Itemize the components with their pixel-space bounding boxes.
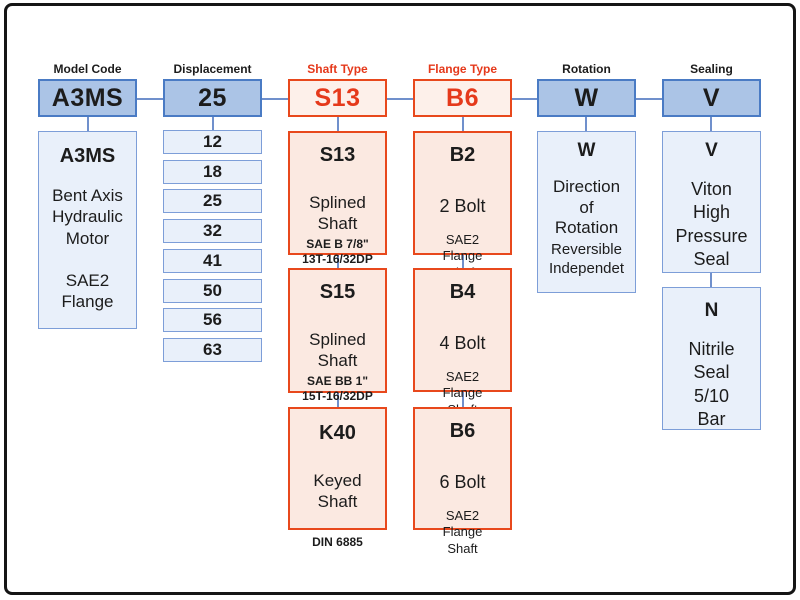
shaft-option-name: Splined Shaft — [309, 193, 366, 234]
flange-option-code: B6 — [449, 420, 476, 442]
sealing-option-v: V Viton High Pressure Seal — [662, 131, 761, 273]
model-code-detail-box: A3MS Bent Axis Hydraulic Motor SAE2 Flan… — [38, 131, 137, 329]
shaft-option-s15: S15 Splined Shaft SAE BB 1" 15T-16/32DP — [288, 268, 387, 403]
connector-line — [462, 117, 464, 132]
displacement-option: 32 — [163, 219, 262, 243]
flange-option-name: 4 Bolt — [439, 333, 486, 353]
sealing-option-code: N — [704, 300, 719, 321]
connector-line — [212, 117, 214, 131]
flange-option-name: 2 Bolt — [439, 196, 486, 216]
displacement-option: 18 — [163, 160, 262, 184]
model-code-selected-box: A3MS — [38, 79, 137, 117]
shaft-option-spec: SAE B 7/8" 13T-16/32DP — [302, 236, 373, 267]
flange-type-selected-box: B6 — [413, 79, 512, 117]
rotation-detail-code: W — [577, 140, 596, 161]
displacement-option: 56 — [163, 308, 262, 332]
connector-line — [337, 392, 339, 407]
shaft-option-code: S13 — [319, 144, 356, 166]
flange-option-b2: B2 2 Bolt SAE2 Flange Shaft — [413, 131, 512, 280]
rotation-detail-body: Direction of Rotation — [552, 177, 621, 238]
displacement-option: 25 — [163, 189, 262, 213]
sealing-selected-box: V — [662, 79, 761, 117]
displacement-option: 63 — [163, 338, 262, 362]
flange-option-spec: SAE2 Flange Shaft — [442, 507, 483, 557]
flange-option-name: 6 Bolt — [439, 472, 486, 492]
column-label-displacement: Displacement — [173, 62, 252, 76]
rotation-detail-box: W Direction of Rotation Reversible Indep… — [537, 131, 636, 293]
connector-line — [462, 392, 464, 407]
connector-line — [710, 272, 712, 288]
displacement-option: 41 — [163, 249, 262, 273]
sealing-option-code: V — [705, 140, 718, 161]
shaft-option-code: K40 — [319, 422, 356, 444]
column-label-shaft-type: Shaft Type — [307, 62, 368, 76]
outer-border — [4, 3, 796, 595]
shaft-option-spec: DIN 6885 — [312, 534, 363, 549]
displacement-option: 12 — [163, 130, 262, 154]
model-code-detail-body: Bent Axis Hydraulic Motor SAE2 Flange — [52, 186, 123, 312]
flange-option-b6: B6 6 Bolt SAE2 Flange Shaft — [413, 407, 512, 556]
connector-line — [337, 255, 339, 268]
column-label-model-code: Model Code — [53, 62, 122, 76]
sealing-option-body: Viton High Pressure Seal — [675, 179, 748, 270]
shaft-option-name: Splined Shaft — [309, 330, 366, 371]
connector-line — [88, 98, 711, 100]
flange-option-code: B2 — [449, 144, 476, 166]
flange-option-b4: B4 4 Bolt SAE2 Flange Shaft — [413, 268, 512, 417]
connector-line — [87, 117, 89, 132]
shaft-option-code: S15 — [319, 281, 356, 303]
displacement-option: 50 — [163, 279, 262, 303]
shaft-type-selected-box: S13 — [288, 79, 387, 117]
rotation-selected-box: W — [537, 79, 636, 117]
sealing-option-body: Nitrile Seal 5/10 Bar — [688, 339, 735, 430]
shaft-option-s13: S13 Splined Shaft SAE B 7/8" 13T-16/32DP — [288, 131, 387, 266]
rotation-detail-sub: Reversible Independet — [548, 241, 625, 277]
column-label-flange-type: Flange Type — [427, 62, 498, 76]
column-label-rotation: Rotation — [562, 62, 611, 76]
model-code-detail-title: A3MS — [59, 145, 116, 167]
sealing-option-n: N Nitrile Seal 5/10 Bar — [662, 287, 761, 430]
connector-line — [585, 117, 587, 132]
displacement-selected-box: 25 — [163, 79, 262, 117]
shaft-option-name: Keyed Shaft — [313, 471, 362, 512]
connector-line — [710, 117, 712, 132]
connector-line — [462, 255, 464, 268]
shaft-option-spec: SAE BB 1" 15T-16/32DP — [302, 373, 373, 404]
connector-line — [337, 117, 339, 132]
flange-option-code: B4 — [449, 281, 476, 303]
column-label-sealing: Sealing — [690, 62, 733, 76]
shaft-option-k40: K40 Keyed Shaft DIN 6885 — [288, 407, 387, 549]
